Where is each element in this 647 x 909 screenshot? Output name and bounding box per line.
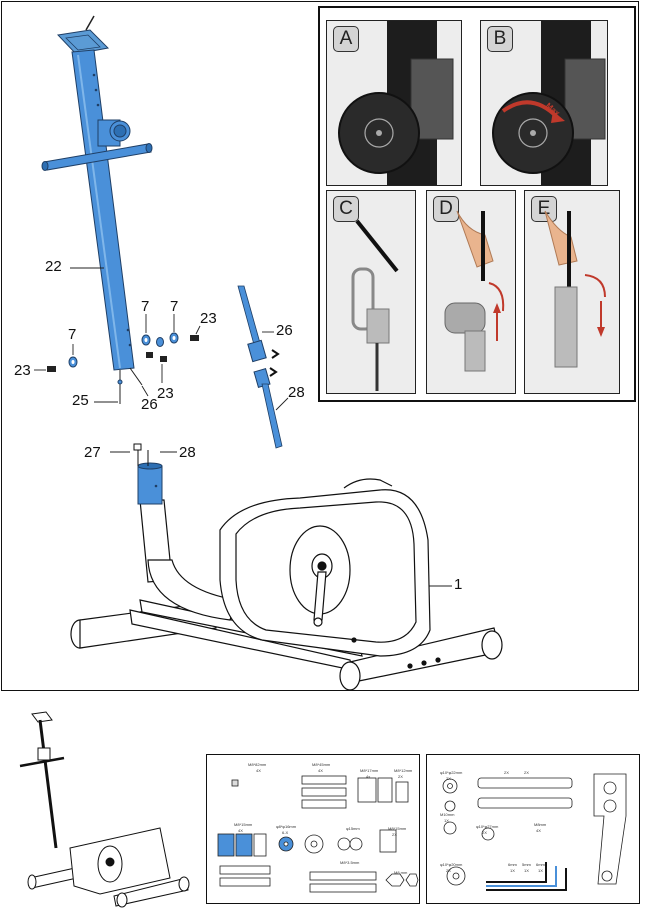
callout-28-cable: 28	[288, 384, 305, 401]
hw-left-20-size: M8*15mm	[388, 826, 407, 831]
upright-tube	[133, 443, 163, 505]
step-label-d: D	[433, 196, 459, 222]
wrench-qty-3: 1X	[538, 868, 543, 873]
hw-right-7-size: φ10*φ20mm	[440, 862, 463, 867]
dial-a-illustration	[338, 21, 454, 185]
callout-7-left: 7	[68, 326, 77, 343]
assembly-frame	[1, 1, 639, 691]
hw-left-10-size: M8*45mm	[312, 762, 331, 767]
hook-d-illustration	[444, 210, 505, 372]
step-panel-d: D	[426, 190, 516, 394]
hw-left-16-size: φ15mm	[346, 826, 360, 831]
hw-right-4-qty: 1X	[444, 818, 449, 823]
wrench-qty-1: 1X	[510, 868, 515, 873]
hardware-right-illustration	[442, 773, 627, 891]
hw-right-4-size: M10mm	[440, 812, 455, 817]
hook-c-illustration	[351, 219, 399, 391]
hw-left-14-size: φ8*φ16mm	[276, 824, 297, 829]
wrench-size-3: 6mm	[536, 862, 545, 867]
hw-left-17-size: M8*3.5mm	[340, 860, 360, 865]
step-panel-a: A	[326, 20, 462, 186]
handle-bar	[41, 143, 153, 171]
step-panel-c: C	[326, 190, 416, 394]
hw-right-5-size: φ10*φ27mm	[476, 824, 499, 829]
hw-left-14-qty: 6-X	[282, 830, 289, 835]
hw-left-12-size: M8*12mm	[394, 768, 413, 773]
tension-cable	[237, 285, 283, 449]
hw-right-5-qty: 2X	[482, 830, 487, 835]
step-panel-b: B Max	[480, 20, 608, 186]
hw-right-1-size: φ10*φ22mm	[440, 770, 463, 775]
hw-right-1-qty: 2X	[446, 776, 451, 781]
callout-1: 1	[454, 576, 463, 593]
hw-right-3-qty: 2X	[524, 770, 529, 775]
seat-post-22	[71, 49, 135, 371]
hw-left-10-qty: 4X	[318, 768, 323, 773]
hw-left-11-size: M8*17mm	[360, 768, 379, 773]
hw-right-6-size: M8mm	[534, 822, 547, 827]
step-panel-e: E	[524, 190, 620, 394]
hw-left-20-qty: 2X	[392, 832, 397, 837]
bolts	[47, 335, 199, 372]
callout-27: 27	[84, 444, 101, 461]
hw-left-9-size: M8*82mm	[248, 762, 267, 767]
wrench-qty-2: 1X	[524, 868, 529, 873]
callout-26-cable: 26	[276, 322, 293, 339]
step-label-c: C	[333, 196, 359, 222]
hook-e-illustration	[544, 210, 606, 368]
hw-left-11-qty: 4x	[366, 774, 371, 779]
wrench-size-2: 5mm	[522, 862, 531, 867]
callout-26-post: 26	[141, 396, 158, 413]
hardware-left-frame	[206, 754, 420, 904]
hardware-right-frame	[426, 754, 640, 904]
hw-right-7-qty: 2X	[446, 868, 451, 873]
steps-frame	[318, 6, 636, 402]
callout-7-right: 7	[170, 298, 179, 315]
wrench-size-1: 6mm	[508, 862, 517, 867]
callout-23-left: 23	[14, 362, 31, 379]
elliptical-frame	[70, 478, 503, 691]
hw-left-13-size: M8*15mm	[234, 822, 253, 827]
washers	[68, 332, 179, 368]
callout-23-right: 23	[200, 310, 217, 327]
step-label-b: B	[487, 26, 513, 52]
hw-left-12-qty: 2X	[398, 774, 403, 779]
callout-25: 25	[72, 392, 89, 409]
callout-22: 22	[45, 258, 62, 275]
hw-left-13-qty: 4X	[238, 828, 243, 833]
callout-28-frame: 28	[179, 444, 196, 461]
hw-left-21-size: M8 mm	[394, 870, 408, 875]
assembled-thumbnail	[19, 711, 190, 908]
hw-right-6-qty: 4X	[536, 828, 541, 833]
tension-knob	[97, 119, 131, 147]
callout-23-bottom: 23	[157, 385, 174, 402]
dial-b-illustration	[492, 21, 606, 185]
seat-plate	[56, 15, 110, 55]
hw-left-9-qty: 4X	[256, 768, 261, 773]
callout-7-mid: 7	[141, 298, 150, 315]
hw-right-2-qty: 2X	[504, 770, 509, 775]
step-label-a: A	[333, 26, 359, 52]
hardware-left-illustration	[217, 775, 419, 893]
